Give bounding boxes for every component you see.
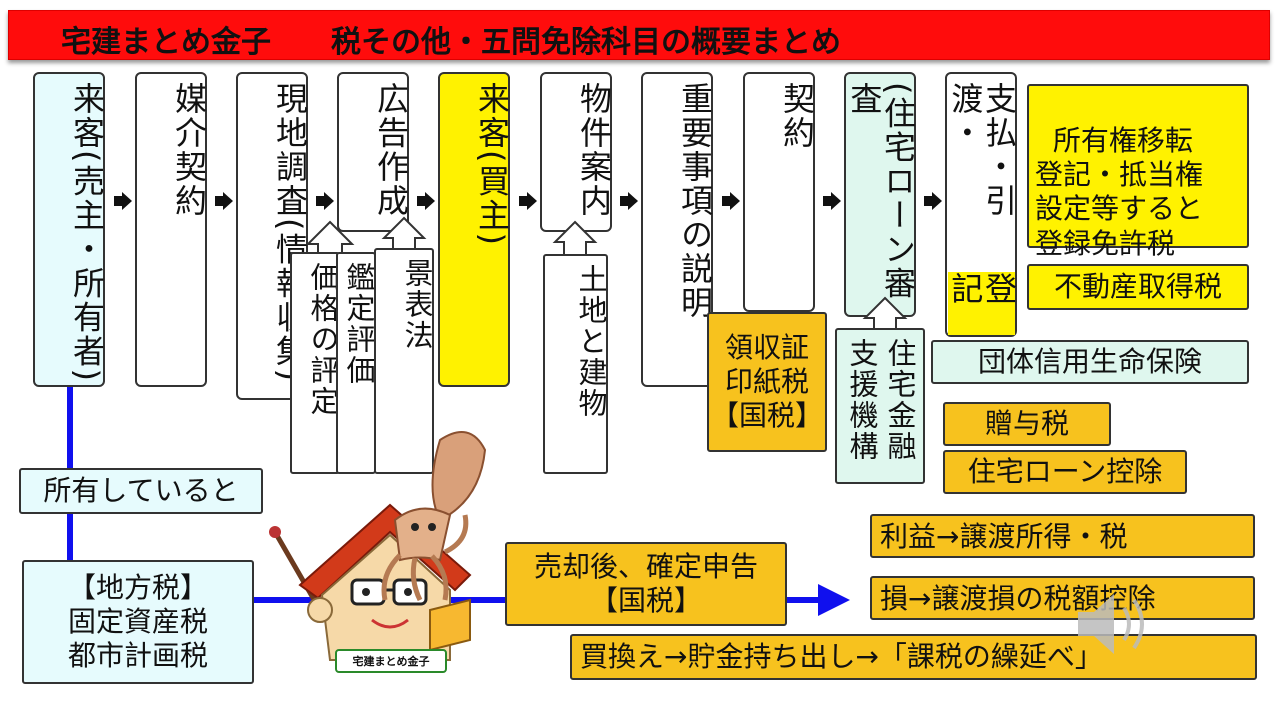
box-chihouzei: 【地方税】 固定資産税 都市計画税 [22,560,254,684]
flow-label: 来客(売主・所有者) [68,82,106,383]
box-zouyozei: 贈与税 [943,402,1111,446]
sub-label-kinyu: 住宅金融 [883,338,917,462]
flow-label: 広告作成 [372,82,410,218]
logo-label: 宅建まとめ金子 [352,655,430,668]
touroku-label: 所有権移転 登記・抵当権 設定等すると 登録免許税 [1035,124,1204,260]
right-arrow-icon [924,192,942,210]
rieki-label: 利益→譲渡所得・税 [880,520,1128,553]
flow-box-juyo: 重要事項の説明 [641,72,714,387]
sub-box-tochi: 土地と建物 [543,254,608,474]
right-arrow-icon [114,192,132,210]
sub-label: 土地と建物 [574,264,608,419]
flow-label: 契約 [778,82,816,150]
flow-label: 重要事項の説明 [676,82,714,320]
box-loan-koujo: 住宅ローン控除 [943,450,1187,494]
flow-box-keiyaku: 契約 [743,72,816,312]
baikyaku-label: 売却後、確定申告 【国税】 [533,549,758,617]
box-touroku-menkyozei: 所有権移転 登記・抵当権 設定等すると 登録免許税 [1027,84,1249,260]
right-arrow-icon [316,192,334,210]
zouyo-label: 贈与税 [984,406,1069,440]
big-right-arrow-icon [818,584,850,616]
right-arrow-icon [417,192,435,210]
sub-label: 価格の評定 [306,262,340,417]
flow-label: (住宅ローン審査 [845,82,917,301]
flow-box-koukoku: 広告作成 [337,72,410,232]
chihouzei-label: 【地方税】 固定資産税 都市計画税 [67,570,208,673]
dantai-label: 団体信用生命保険 [977,344,1202,378]
page-title: 宅建まとめ金子 税その他・五問免除科目の概要まとめ [61,25,841,60]
sub-label: 鑑定評価 [342,262,376,386]
box-dantai-shinyou: 団体信用生命保険 [931,340,1249,384]
right-arrow-icon [519,192,537,210]
right-arrow-icon [215,192,233,210]
shoyu-label: 所有していると [43,473,239,507]
sub-box-ryoshusho: 領収証 印紙税 【国税】 [707,312,827,452]
right-arrow-icon [823,192,841,210]
kaikae-label: 買換え→貯金持ち出し→「課税の繰延べ」 [580,640,1103,673]
sub-box-kikou: 住宅金融 支援機構 [835,328,925,484]
flow-label: 媒介契約 [170,82,208,218]
sub-label-kikou: 支援機構 [845,338,879,462]
box-fudousan-shutokuzei: 不動産取得税 [1027,264,1249,310]
flow-box-loan: (住宅ローン審査 [844,72,917,317]
flow-box-raikyaku-seller: 来客(売主・所有者) [33,72,106,387]
flow-label: 物件案内 [575,82,613,218]
flow-box-bukken: 物件案内 [540,72,613,232]
flow-box-raikyaku-buyer: 来客(買主) [438,72,511,387]
fudousan-label: 不動産取得税 [1053,269,1222,303]
sub-box-kakaku: 価格の評定 [290,252,340,474]
sub-label: 領収証 印紙税 【国税】 [710,330,823,433]
title-bar: 宅建まとめ金子 税その他・五問免除科目の概要まとめ [8,10,1270,60]
sub-label: 景表法 [400,258,434,351]
box-kaikae: 買換え→貯金持ち出し→「課税の繰延べ」 [570,634,1257,680]
flow-box-baikai: 媒介契約 [135,72,208,387]
flow-label: 来客(買主) [473,82,511,247]
sub-box-keihyouhou: 景表法 [374,248,434,474]
flow-box-shiharai: 支払・引渡・ 登記 [945,72,1018,337]
flow-label: 支払・引渡・ [946,82,1018,218]
loan-koujo-label: 住宅ローン控除 [967,454,1163,488]
right-arrow-icon [722,192,740,210]
right-arrow-icon [620,192,638,210]
flow-label-touki: 登記 [946,271,1018,335]
box-son: 損→譲渡損の税額控除 [870,576,1255,620]
sub-box-kanteihyouka: 鑑定評価 [336,252,376,474]
box-rieki: 利益→譲渡所得・税 [870,514,1255,558]
box-baikyaku: 売却後、確定申告 【国税】 [505,542,787,626]
box-shoyu: 所有していると [19,468,263,514]
